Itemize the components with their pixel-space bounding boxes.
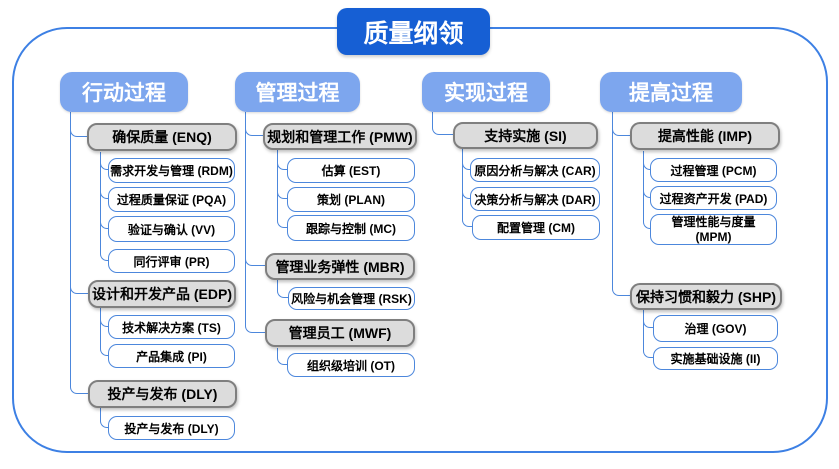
child-box-rsk: 风险与机会管理 (RSK)	[288, 287, 415, 310]
group-box-edp: 设计和开发产品 (EDP)	[88, 280, 236, 308]
connector-elbow	[70, 112, 88, 394]
diagram-title: 质量纲领	[337, 8, 490, 55]
column-header-implementation-process: 实现过程	[422, 72, 550, 112]
connector-elbow	[643, 310, 653, 358]
group-box-pmw: 规划和管理工作 (PMW)	[263, 123, 417, 150]
child-box-vv: 验证与确认 (VV)	[108, 216, 235, 242]
column-header-management-process: 管理过程	[235, 72, 360, 112]
connector-elbow	[612, 112, 630, 296]
group-box-mwf: 管理员工 (MWF)	[265, 319, 415, 347]
connector-elbow	[277, 150, 287, 228]
connector-elbow	[462, 149, 472, 227]
child-box-mpm: 管理性能与度量 (MPM)	[650, 214, 777, 245]
group-box-dly: 投产与发布 (DLY)	[88, 380, 237, 408]
column-header-improvement-process: 提高过程	[600, 72, 742, 112]
child-box-mc: 跟踪与控制 (MC)	[287, 215, 415, 241]
connector-elbow	[277, 348, 287, 365]
child-box-pi: 产品集成 (PI)	[108, 344, 235, 368]
group-box-imp: 提高性能 (IMP)	[630, 122, 780, 150]
child-box-dly: 投产与发布 (DLY)	[108, 416, 235, 440]
child-box-rdm: 需求开发与管理 (RDM)	[108, 158, 235, 183]
group-box-shp: 保持习惯和毅力 (SHP)	[630, 283, 782, 310]
child-box-pad: 过程资产开发 (PAD)	[650, 186, 777, 210]
connector-elbow	[100, 152, 108, 261]
connector-elbow	[245, 112, 265, 333]
child-box-pr: 同行评审 (PR)	[108, 249, 235, 273]
group-box-enq: 确保质量 (ENQ)	[87, 123, 237, 151]
child-box-gov: 治理 (GOV)	[653, 315, 778, 342]
child-box-pqa: 过程质量保证 (PQA)	[108, 187, 235, 212]
connector-elbow	[100, 408, 108, 428]
group-box-si: 支持实施 (SI)	[453, 122, 598, 149]
connector-elbow	[432, 112, 453, 135]
child-box-cm: 配置管理 (CM)	[472, 215, 600, 240]
child-box-ii: 实施基础设施 (II)	[653, 347, 778, 370]
child-box-plan: 策划 (PLAN)	[287, 187, 415, 212]
child-box-ot: 组织级培训 (OT)	[287, 353, 415, 377]
child-box-ts: 技术解决方案 (TS)	[108, 315, 235, 339]
connector-elbow	[643, 151, 650, 229]
column-header-action-process: 行动过程	[60, 72, 188, 112]
child-box-pcm: 过程管理 (PCM)	[650, 158, 777, 182]
connector-elbow	[100, 306, 108, 356]
child-box-car: 原因分析与解决 (CAR)	[470, 158, 600, 182]
connector-elbow	[277, 280, 288, 298]
child-box-est: 估算 (EST)	[287, 158, 415, 183]
child-box-dar: 决策分析与解决 (DAR)	[470, 187, 600, 211]
group-box-mbr: 管理业务弹性 (MBR)	[265, 253, 415, 280]
